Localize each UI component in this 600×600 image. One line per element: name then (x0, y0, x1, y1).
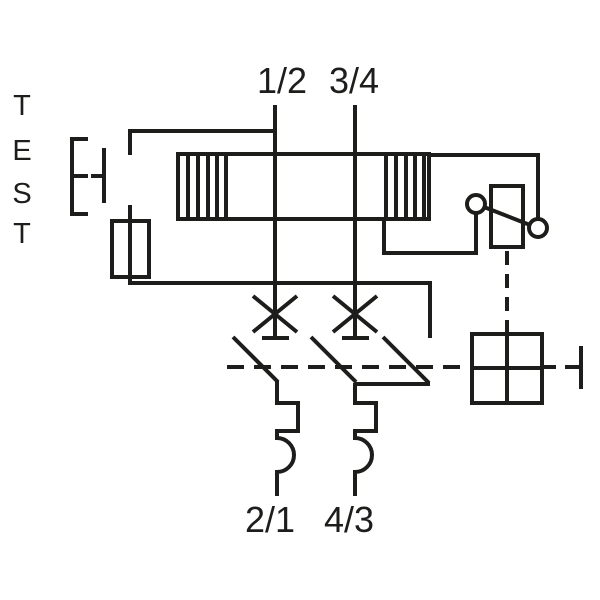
operating-mechanism-icon (470, 332, 544, 405)
secondary-wire-upper (429, 153, 540, 218)
terminal-label-top-left: 1/2 (257, 60, 307, 101)
trip-relay-blade (483, 205, 531, 227)
transformer-winding-left (186, 154, 228, 219)
transformer-winding-right (384, 154, 426, 219)
trip-relay-icon (465, 184, 549, 332)
current-transformer-icon (176, 152, 431, 221)
test-circuit-blade (381, 335, 431, 385)
test-letter-t1: T (13, 90, 31, 122)
terminal-label-bottom-right: 4/3 (324, 499, 374, 540)
cross-arm (251, 294, 299, 334)
trip-relay-pivot-right (527, 217, 549, 239)
transformer-core (176, 152, 431, 221)
manual-handle-icon (543, 346, 583, 389)
pole-1-thermal-magnetic-release (275, 381, 300, 496)
test-resistor-body (110, 219, 151, 279)
secondary-wire-lower (382, 213, 478, 255)
test-button-icon (70, 129, 275, 283)
test-return-wire (128, 281, 432, 338)
pole-2 (309, 105, 379, 496)
pole-2-thermal-magnetic-release (353, 383, 378, 496)
pole-1-contact-cross-icon (251, 294, 299, 334)
pole-2-contact-cross-icon (331, 294, 379, 334)
test-wire-top (128, 129, 275, 155)
pole-2-blade (309, 335, 358, 384)
pole-1-blade (231, 335, 280, 384)
test-letter-s: S (12, 178, 31, 210)
terminal-label-bottom-left: 2/1 (245, 499, 295, 540)
pole-1 (231, 105, 300, 496)
test-letter-e: E (12, 135, 31, 167)
test-label: T E S T (12, 90, 31, 250)
test-resistor-icon (110, 219, 151, 279)
test-letter-t2: T (13, 218, 31, 250)
cross-arm (331, 294, 379, 334)
terminal-label-top-right: 3/4 (329, 60, 379, 101)
trip-relay-pivot-left (465, 193, 487, 215)
trip-relay-body (489, 184, 525, 249)
